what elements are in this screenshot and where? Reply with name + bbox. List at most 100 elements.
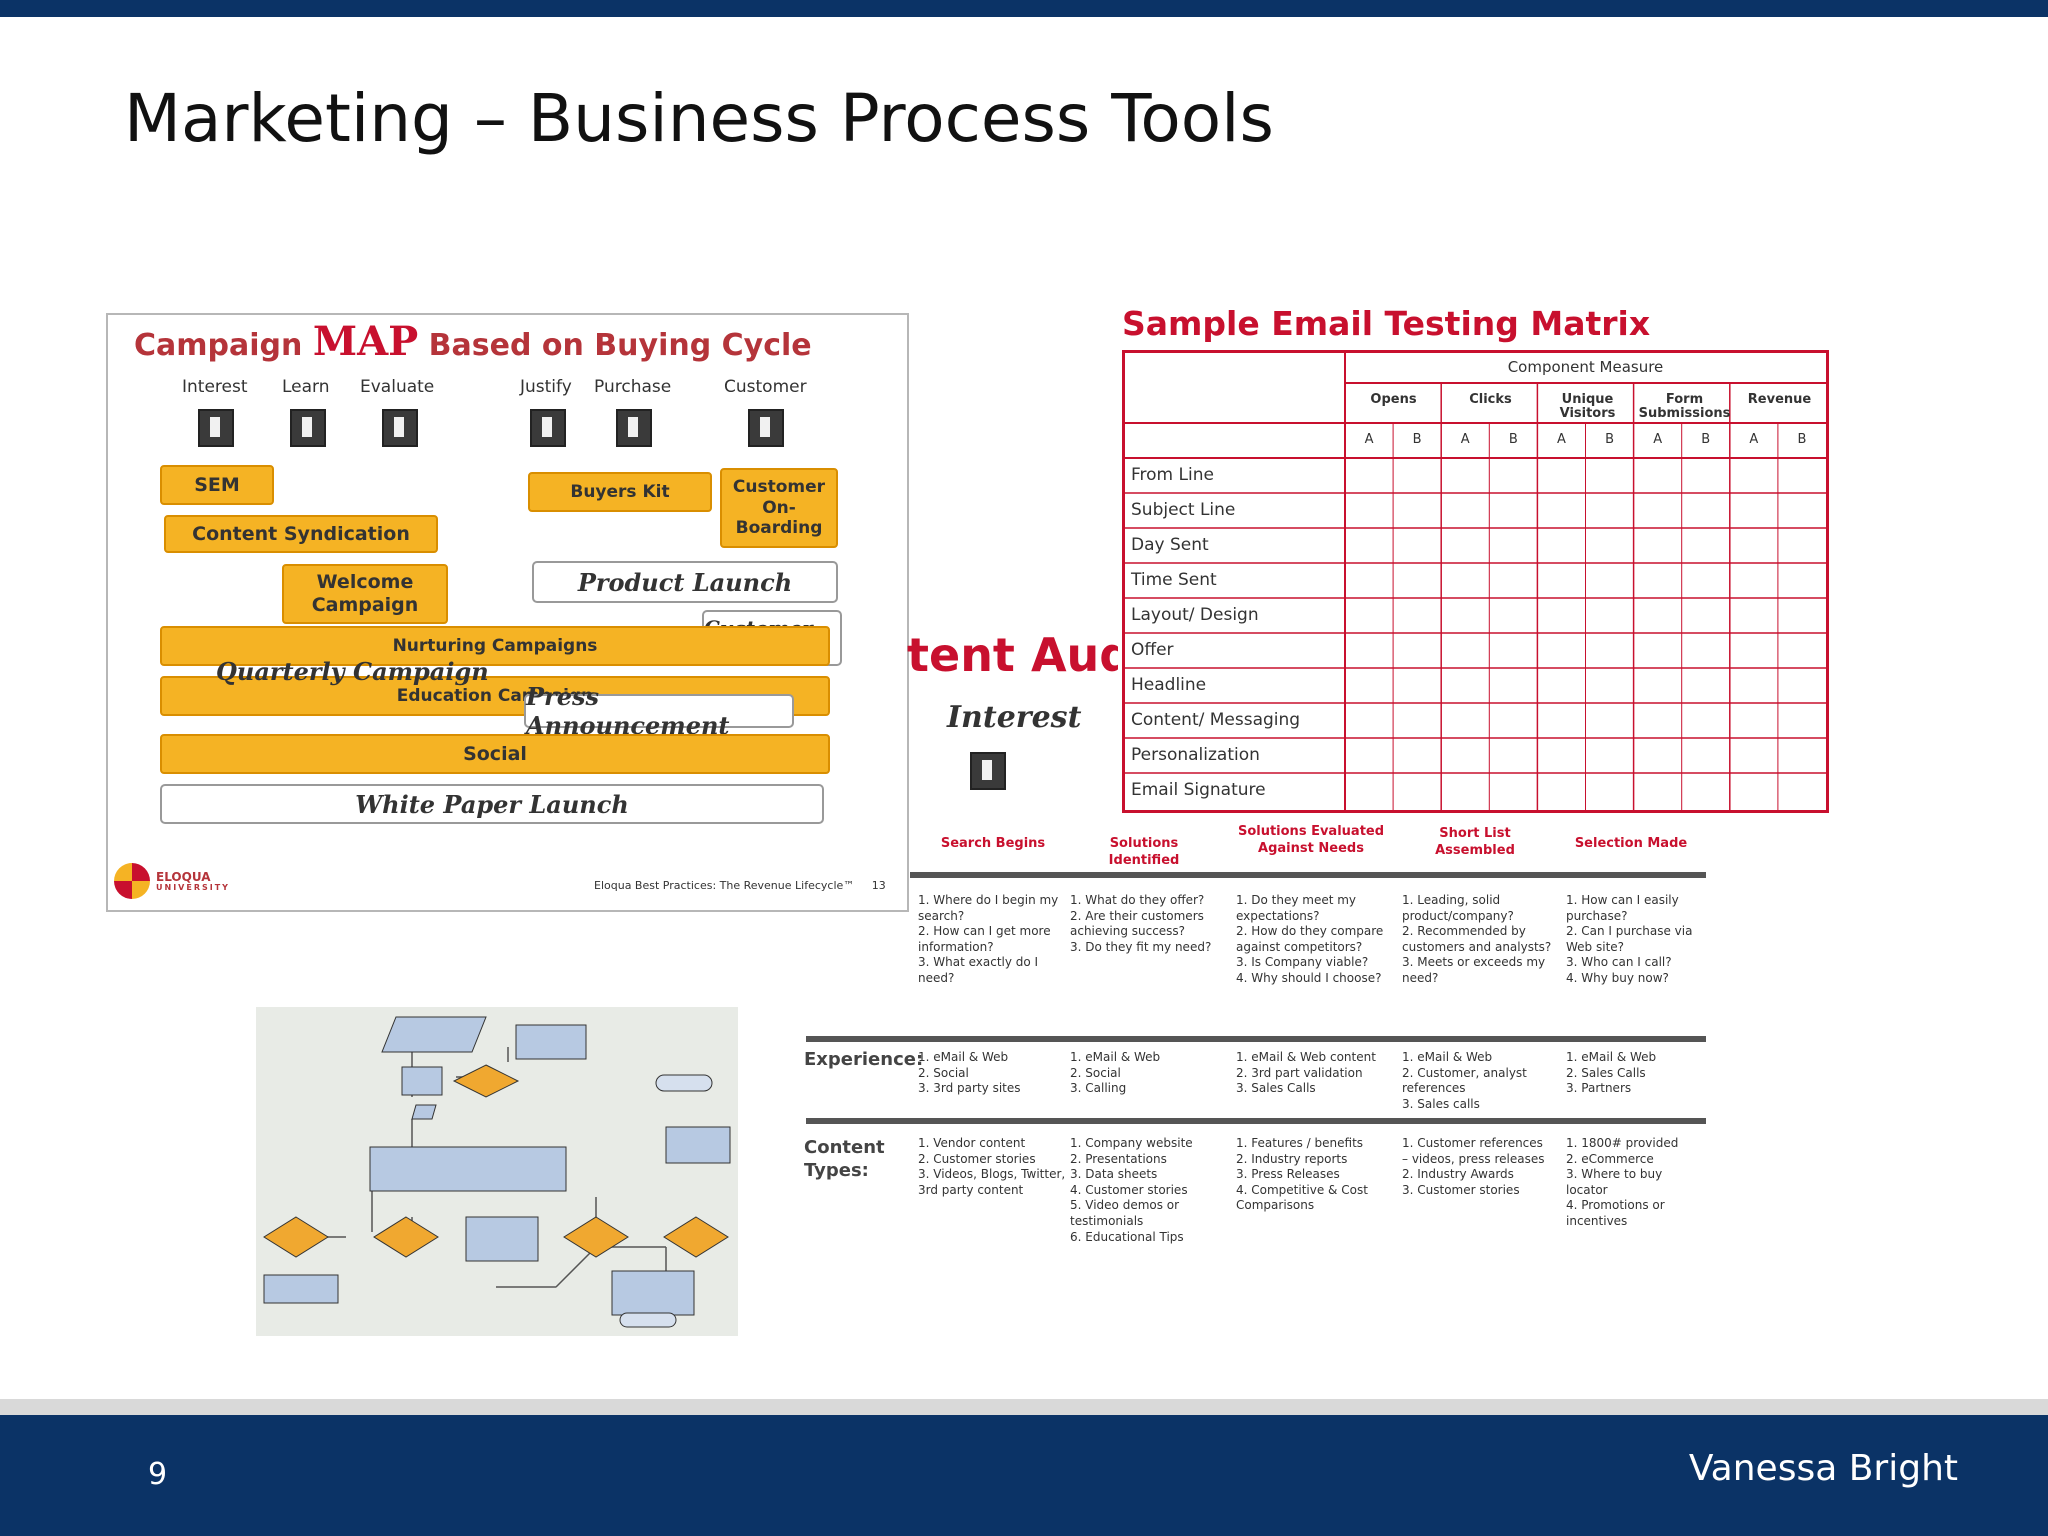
col-clicks: Clicks bbox=[1469, 392, 1512, 407]
footer-text: Eloqua Best Practices: The Revenue Lifec… bbox=[594, 879, 855, 892]
ab-label-a: A bbox=[1556, 432, 1566, 447]
audit-divider bbox=[910, 872, 1706, 878]
experience-1: 1. eMail & Web 2. Social 3. 3rd party si… bbox=[918, 1050, 1021, 1096]
flowchart-drawing bbox=[263, 1016, 731, 1328]
stage-label-purchase: Purchase bbox=[594, 377, 672, 397]
title-map: MAP bbox=[312, 318, 419, 365]
title-suffix: Based on Buying Cycle bbox=[428, 328, 812, 363]
bar-buyers-kit: Buyers Kit bbox=[528, 472, 712, 512]
logo-wordmark: ELOQUA bbox=[156, 870, 211, 884]
content-types-label: Content Types: bbox=[804, 1137, 885, 1182]
experience-3: 1. eMail & Web content 2. 3rd part valid… bbox=[1236, 1050, 1376, 1096]
row-offer: Offer bbox=[1131, 640, 1174, 660]
product-launch-box: Product Launch bbox=[532, 561, 838, 603]
stage-label-justify: Justify bbox=[520, 377, 572, 397]
ab-label-b: B bbox=[1797, 432, 1807, 447]
bar-social: Social bbox=[160, 734, 830, 774]
bar-customer-onboarding: Customer On-Boarding bbox=[720, 468, 838, 548]
eloqua-logo-text: ELOQUA UNIVERSITY bbox=[156, 870, 230, 893]
content-audit-interest: Interest bbox=[947, 700, 1082, 735]
email-matrix-title: Sample Email Testing Matrix bbox=[1122, 304, 1651, 343]
audit-divider bbox=[806, 1118, 1706, 1124]
door-icon bbox=[970, 752, 1006, 790]
audit-questions-4: 1. Leading, solid product/company? 2. Re… bbox=[1402, 893, 1552, 985]
door-icon bbox=[290, 409, 326, 447]
experience-2: 1. eMail & Web 2. Social 3. Calling bbox=[1070, 1050, 1161, 1096]
email-matrix-backdrop bbox=[1118, 298, 1840, 820]
row-personalization: Personalization bbox=[1131, 745, 1260, 765]
content-types-5: 1. 1800# provided 2. eCommerce 3. Where … bbox=[1566, 1136, 1679, 1228]
email-testing-matrix: Component Measure Opens Clicks Unique Vi… bbox=[1122, 350, 1829, 813]
stage-label-learn: Learn bbox=[282, 377, 330, 397]
content-types-3: 1. Features / benefits 2. Industry repor… bbox=[1236, 1136, 1368, 1213]
door-icon bbox=[748, 409, 784, 447]
audit-stage-solutions-identified: Solutions Identified bbox=[1108, 836, 1180, 868]
matrix-grid bbox=[1125, 353, 1826, 810]
audit-stage-selection-made: Selection Made bbox=[1574, 836, 1688, 851]
experience-5: 1. eMail & Web 2. Sales Calls 3. Partner… bbox=[1566, 1050, 1657, 1096]
eloqua-logo bbox=[114, 863, 150, 899]
audit-stage-search-begins: Search Begins bbox=[940, 836, 1046, 851]
row-content-messaging: Content/ Messaging bbox=[1131, 710, 1301, 730]
stage-label-customer: Customer bbox=[724, 377, 807, 397]
row-from-line: From Line bbox=[1131, 465, 1214, 485]
footer-divider bbox=[0, 1399, 2048, 1415]
row-layout-design: Layout/ Design bbox=[1131, 605, 1259, 625]
row-time-sent: Time Sent bbox=[1131, 570, 1217, 590]
ab-label-a: A bbox=[1460, 432, 1470, 447]
campaign-map-figure: Campaign MAP Based on Buying Cycle Inter… bbox=[106, 313, 909, 912]
audit-divider bbox=[806, 1036, 1706, 1042]
footer-page: 13 bbox=[871, 879, 886, 892]
door-icon bbox=[616, 409, 652, 447]
col-form-submissions: Form Submissions bbox=[1638, 392, 1731, 422]
ab-label-a: A bbox=[1364, 432, 1374, 447]
row-day-sent: Day Sent bbox=[1131, 535, 1209, 555]
col-revenue: Revenue bbox=[1747, 392, 1812, 407]
ab-label-b: B bbox=[1508, 432, 1518, 447]
door-icon bbox=[198, 409, 234, 447]
press-announcement-box: Press Announcement bbox=[524, 682, 794, 740]
bar-content-syndication: Content Syndication bbox=[164, 515, 438, 553]
audit-stage-solutions-evaluated: Solutions Evaluated Against Needs bbox=[1237, 824, 1385, 856]
audit-questions-5: 1. How can I easily purchase? 2. Can I p… bbox=[1566, 893, 1693, 985]
campaign-map-title: Campaign MAP Based on Buying Cycle bbox=[134, 318, 812, 365]
content-types-4: 1. Customer references – videos, press r… bbox=[1402, 1136, 1545, 1197]
content-types-1: 1. Vendor content 2. Customer stories 3.… bbox=[918, 1136, 1066, 1197]
slide-title: Marketing – Business Process Tools bbox=[124, 80, 1274, 157]
ab-label-a: A bbox=[1749, 432, 1759, 447]
col-opens: Opens bbox=[1370, 392, 1417, 407]
experience-4: 1. eMail & Web 2. Customer, analyst refe… bbox=[1402, 1050, 1527, 1111]
quarterly-campaign-note: Quarterly Campaign bbox=[216, 657, 489, 686]
stage-label-evaluate: Evaluate bbox=[360, 377, 435, 397]
door-icon bbox=[382, 409, 418, 447]
ab-label-b: B bbox=[1412, 432, 1422, 447]
ab-label-b: B bbox=[1701, 432, 1711, 447]
content-types-2: 1. Company website 2. Presentations 3. D… bbox=[1070, 1136, 1193, 1244]
bar-sem: SEM bbox=[160, 465, 274, 505]
component-measure-header: Component Measure bbox=[1507, 358, 1664, 376]
audit-questions-1: 1. Where do I begin my search? 2. How ca… bbox=[918, 893, 1059, 985]
audit-stage-short-list: Short List Assembled bbox=[1435, 826, 1515, 858]
process-flowchart-image bbox=[256, 1007, 738, 1336]
top-accent-bar bbox=[0, 0, 2048, 17]
page-number: 9 bbox=[148, 1457, 168, 1492]
bar-welcome-campaign: Welcome Campaign bbox=[282, 564, 448, 624]
row-headline: Headline bbox=[1131, 675, 1207, 695]
ab-label-a: A bbox=[1653, 432, 1663, 447]
col-unique-visitors: Unique Visitors bbox=[1559, 392, 1616, 422]
author-name: Vanessa Bright bbox=[1688, 1448, 1958, 1489]
bar-nurturing-campaigns: Nurturing Campaigns bbox=[160, 626, 830, 666]
audit-questions-2: 1. What do they offer? 2. Are their cust… bbox=[1070, 893, 1212, 954]
row-subject-line: Subject Line bbox=[1131, 500, 1236, 520]
ab-label-b: B bbox=[1605, 432, 1614, 447]
logo-subtitle: UNIVERSITY bbox=[156, 883, 230, 893]
stage-label-interest: Interest bbox=[182, 377, 248, 397]
audit-questions-3: 1. Do they meet my expectations? 2. How … bbox=[1236, 893, 1384, 985]
title-prefix: Campaign bbox=[134, 328, 303, 363]
row-email-signature: Email Signature bbox=[1131, 780, 1266, 800]
door-icon bbox=[530, 409, 566, 447]
white-paper-launch-box: White Paper Launch bbox=[160, 784, 824, 824]
campaign-map-footer: Eloqua Best Practices: The Revenue Lifec… bbox=[594, 879, 886, 892]
slide-footer bbox=[0, 1415, 2048, 1536]
experience-label: Experience: bbox=[804, 1049, 924, 1070]
